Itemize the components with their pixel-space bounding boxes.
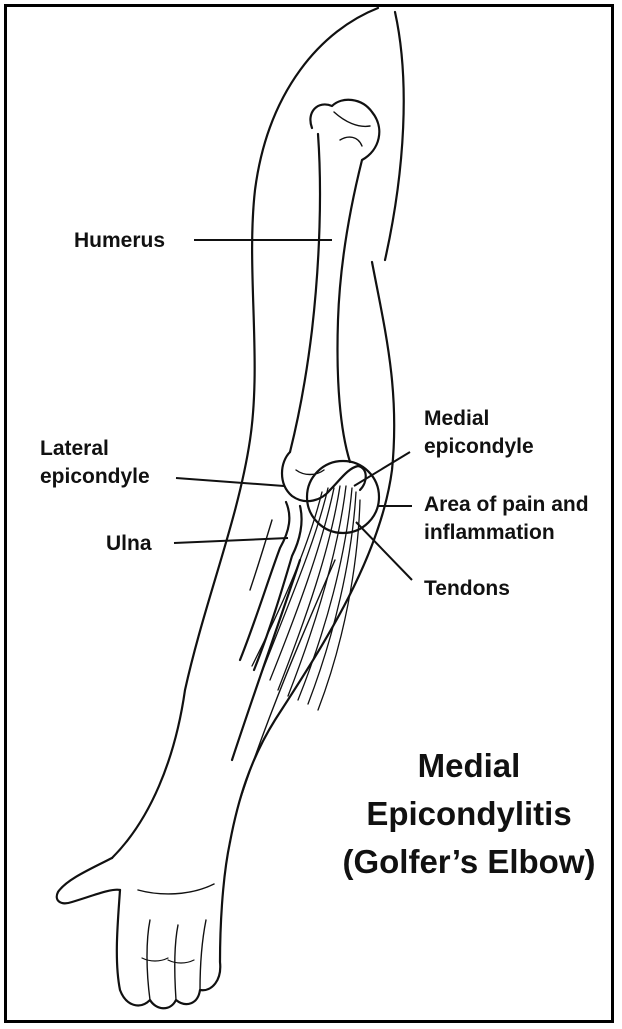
- leader-lines: [174, 240, 412, 580]
- elbow-joint: [282, 452, 366, 501]
- humerus-bone: [290, 100, 379, 462]
- lateral-epicondyle-leader: [176, 478, 284, 486]
- arm-outline-lateral: [112, 8, 378, 858]
- label-lateral-epicondyle-line1: Lateral: [40, 436, 109, 461]
- pain-area-circle: [307, 461, 379, 533]
- title-line-1: Medial: [324, 742, 614, 790]
- label-medial-epicondyle-line1: Medial: [424, 406, 489, 431]
- label-humerus: Humerus: [74, 228, 165, 253]
- label-tendons: Tendons: [424, 576, 510, 601]
- label-pain-area-line2: inflammation: [424, 520, 555, 545]
- flexor-tendons: [252, 486, 360, 710]
- label-lateral-epicondyle-line2: epicondyle: [40, 464, 150, 489]
- label-medial-epicondyle-line2: epicondyle: [424, 434, 534, 459]
- figure-title: Medial Epicondylitis (Golfer’s Elbow): [324, 742, 614, 886]
- tendons-leader: [356, 522, 412, 580]
- ulna-leader: [174, 538, 288, 543]
- arm-outline-upper: [385, 12, 404, 260]
- hand: [57, 842, 230, 1008]
- label-ulna: Ulna: [106, 531, 152, 556]
- label-pain-area-line1: Area of pain and: [424, 492, 589, 517]
- title-line-3: (Golfer’s Elbow): [324, 838, 614, 886]
- title-line-2: Epicondylitis: [324, 790, 614, 838]
